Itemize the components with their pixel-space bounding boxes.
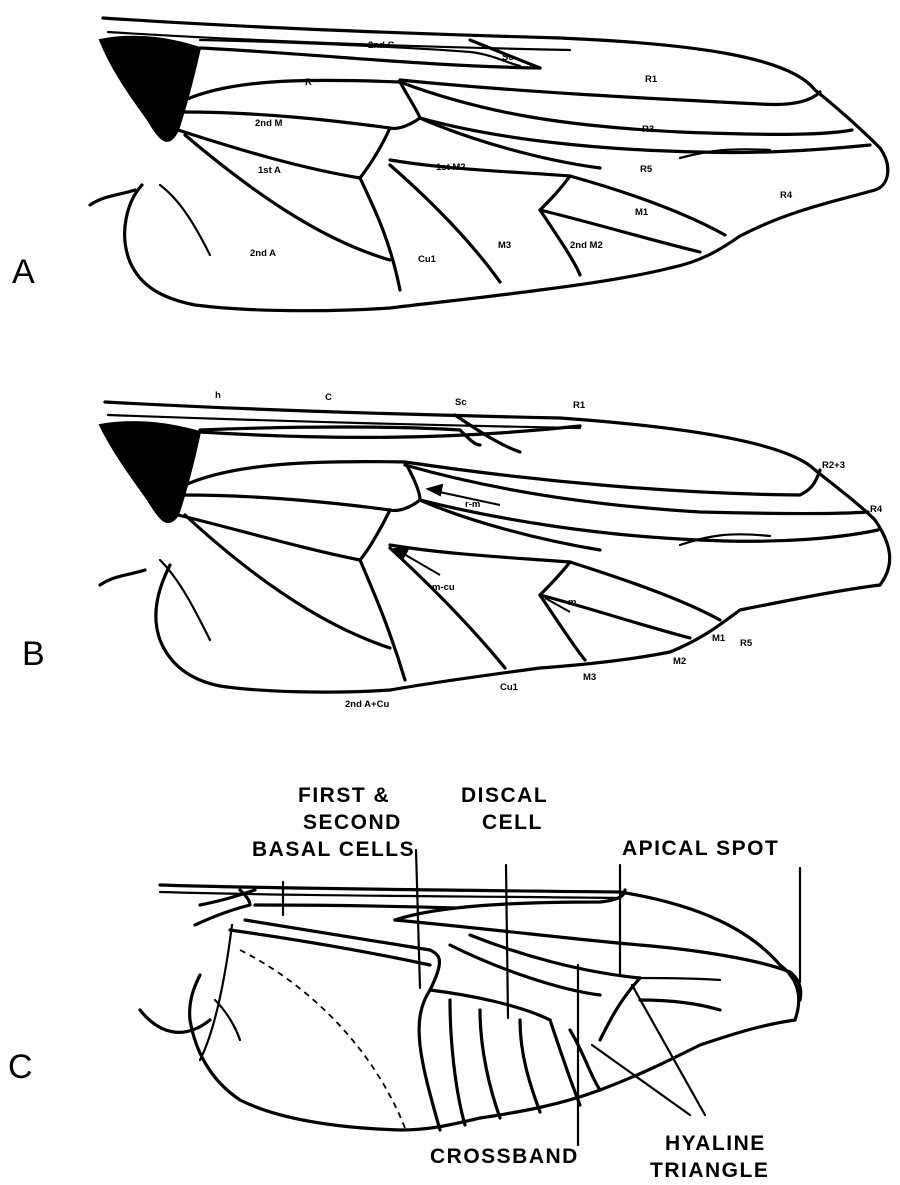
vein-label-2nd-a-cu: 2nd A+Cu [345,699,389,710]
crossband-label: CROSSBAND [430,1145,579,1168]
vein-label-c: C [325,392,332,403]
panel-c-leader-lines [283,850,800,1145]
vein-label-r5: R5 [740,638,753,649]
discal-cell-leader [506,865,508,1018]
cell-label-r5: R5 [640,164,653,175]
wing-a [90,18,888,311]
basal-cells-label-line3: BASAL CELLS [252,838,415,861]
vein-label-sc: Sc [455,397,467,408]
wing-c [140,885,801,1130]
cell-label-r3: R3 [642,124,654,135]
cell-label-2nd-a: 2nd A [250,248,276,259]
hyaline-triangle-label-line1: HYALINE [665,1132,766,1155]
hyaline-triangle-label-line2: TRIANGLE [650,1159,769,1182]
cell-label-cu1: Cu1 [418,254,437,265]
cell-label-2nd-c: 2nd C [368,40,395,51]
cell-label-r1: R1 [645,74,658,85]
cell-label-m3: M3 [498,240,511,251]
panel-b-label: B [22,635,45,673]
vein-label-m: m [568,597,576,608]
basal-cells-leader-right [416,850,420,988]
panel-b: B [22,390,890,710]
vein-label-m-cu: m-cu [432,582,455,593]
vein-label-r-m: r-m [465,499,480,510]
panel-c-callouts: FIRST & SECOND BASAL CELLS DISCAL CELL A… [252,784,779,1182]
vein-label-h: h [215,390,221,401]
vein-label-m1: M1 [712,633,726,644]
vein-label-cu1: Cu1 [500,682,519,693]
discal-cell-label-line1: DISCAL [461,784,548,807]
cell-label-sc: Sc [502,52,514,63]
cell-label-1st-m2: 1st M2 [436,162,466,173]
vein-label-m2: M2 [673,656,686,667]
panel-c: C [8,784,801,1182]
basal-cells-label-line2: SECOND [303,811,402,834]
vein-label-r2-3: R2+3 [822,460,845,471]
discal-cell-label-line2: CELL [482,811,543,834]
vein-label-m3: M3 [583,672,596,683]
vein-label-r1: R1 [573,400,586,411]
cell-label-2nd-m2: 2nd M2 [570,240,603,251]
cell-label-1st-a: 1st A [258,165,281,176]
panel-a: A [12,18,888,311]
cell-label-r: R [305,77,312,88]
cell-label-r4: R4 [780,190,793,201]
basal-cells-label-line1: FIRST & [298,784,390,807]
wing-b [100,402,890,692]
panel-a-label: A [12,253,35,291]
panel-c-label: C [8,1048,33,1086]
apical-spot-label: APICAL SPOT [622,837,779,860]
rm-pointer-arrowhead [428,485,442,495]
cell-label-2nd-m: 2nd M [255,118,283,129]
vein-label-r4: R4 [870,504,883,515]
cell-label-m1: M1 [635,207,649,218]
